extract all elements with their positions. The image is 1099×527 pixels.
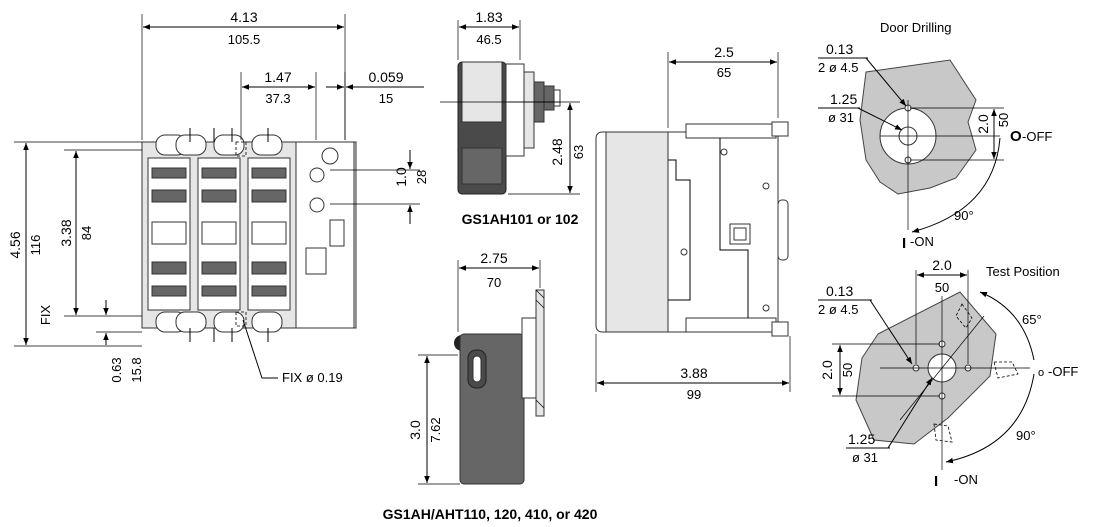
offset-in: 0.059 xyxy=(368,69,403,85)
side-view: 2.5 65 3.88 99 xyxy=(595,44,791,402)
test-off-label: -OFF xyxy=(1048,364,1078,379)
switch-poles xyxy=(147,157,291,311)
side102-caption: GS1AH101 or 102 xyxy=(462,211,579,227)
test-position-title: Test Position xyxy=(986,264,1060,279)
front-view: 4.13 105.5 1.47 37.3 0.059 15 4.56 116 3… xyxy=(7,9,429,385)
inner-height-in: 3.38 xyxy=(58,219,74,246)
door-big-hole-mm: ø 31 xyxy=(828,110,854,125)
handle-height-mm: 7.62 xyxy=(428,417,443,442)
test-angle: 65° xyxy=(1022,312,1042,327)
test-big-hole-mm: ø 31 xyxy=(852,450,878,465)
screw-icon xyxy=(309,197,325,213)
side102-height-in: 2.48 xyxy=(549,138,565,165)
test-top-in: 2.0 xyxy=(932,257,952,273)
handle-caption: GS1AH/AHT110, 120, 410, or 420 xyxy=(383,506,598,522)
hole-spacing-mm: 28 xyxy=(414,170,429,184)
bottom-mm: 15.8 xyxy=(129,357,144,382)
door-small-hole-mm: 2 ø 4.5 xyxy=(818,60,858,75)
front-height-mm: 116 xyxy=(28,235,43,256)
test-on-symbol: I xyxy=(934,473,938,490)
handle-height-in: 3.0 xyxy=(407,420,423,440)
test-small-hole-mm: 2 ø 4.5 xyxy=(818,302,858,317)
test-on-label: -ON xyxy=(954,472,978,487)
pitch-mm: 37.3 xyxy=(265,91,290,106)
hole-spacing-in: 1.0 xyxy=(393,167,409,187)
side-bottom-mm: 99 xyxy=(687,387,701,402)
side-top-mm: 65 xyxy=(717,65,731,80)
door-off-symbol: O xyxy=(1010,128,1022,145)
test-big-hole-in: 1.25 xyxy=(848,431,875,447)
side-bottom-in: 3.88 xyxy=(680,365,707,381)
bottom-in: 0.63 xyxy=(109,357,124,382)
inner-height-mm: 84 xyxy=(79,226,94,240)
handle-width-in: 2.75 xyxy=(480,250,507,266)
door-spacing-in: 2.0 xyxy=(975,114,991,134)
side102-width-in: 1.83 xyxy=(475,9,502,25)
door-on-symbol: I xyxy=(902,235,906,252)
handle-view: 2.75 70 3.0 7.62 GS1AH/AHT110, 120, 410,… xyxy=(383,250,598,522)
test-left-mm: 50 xyxy=(840,363,855,377)
side102-height-mm: 63 xyxy=(571,145,586,159)
test-left-in: 2.0 xyxy=(819,360,835,380)
test-angle-90: 90° xyxy=(1016,428,1036,443)
front-width-in: 4.13 xyxy=(230,9,257,25)
door-drilling-view: Door Drilling 0.13 2 ø 4.5 1.25 ø 31 2.0… xyxy=(818,20,1052,252)
test-off-symbol: o xyxy=(1038,367,1044,379)
test-small-hole-in: 0.13 xyxy=(826,283,853,299)
side102-width-mm: 46.5 xyxy=(476,32,501,47)
side-view-101-102: 1.83 46.5 2.48 63 GS1AH101 or 102 xyxy=(440,9,586,227)
door-off-label: -OFF xyxy=(1022,129,1052,144)
test-top-mm: 50 xyxy=(935,280,949,295)
side-top-in: 2.5 xyxy=(714,44,734,60)
fix-label: FIX xyxy=(38,305,53,326)
door-big-hole-in: 1.25 xyxy=(830,91,857,107)
front-height-in: 4.56 xyxy=(7,231,23,258)
screw-icon xyxy=(321,147,339,165)
handle-width-mm: 70 xyxy=(487,275,501,290)
front-width-mm: 105.5 xyxy=(228,32,261,47)
pitch-in: 1.47 xyxy=(264,69,291,85)
offset-mm: 15 xyxy=(379,91,393,106)
fix-hole-label: FIX ø 0.19 xyxy=(282,370,343,385)
door-angle: 90° xyxy=(954,208,974,223)
door-drilling-title: Door Drilling xyxy=(880,20,952,35)
test-position-view: Test Position 0.13 2 ø 4.5 2.0 50 2.0 50… xyxy=(818,257,1078,490)
terminal-studs xyxy=(155,128,283,342)
door-small-hole-in: 0.13 xyxy=(826,41,853,57)
door-spacing-mm: 50 xyxy=(996,113,1011,127)
screw-icon xyxy=(309,167,325,183)
door-on-label: -ON xyxy=(910,234,934,249)
